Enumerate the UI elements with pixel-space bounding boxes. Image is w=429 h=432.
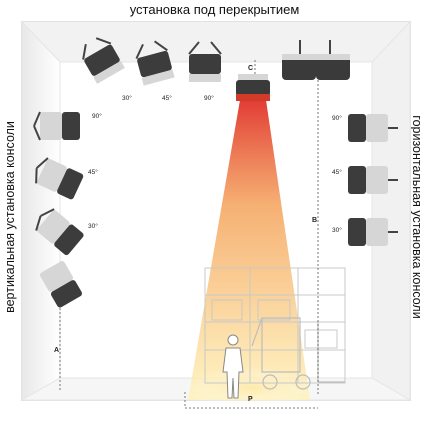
left-fixture-90 (33, 111, 80, 141)
ceiling-angle-30: 30° (122, 94, 132, 102)
ceiling-angle-45: 45° (162, 94, 172, 102)
ceiling-angle-90: 90° (204, 94, 214, 102)
dim-p-label: P (248, 396, 253, 403)
person-silhouette (222, 334, 244, 399)
twin-fixture-right (282, 40, 350, 80)
ceiling-fixture-45 (135, 40, 175, 86)
left-fixture-bottom (39, 261, 83, 308)
left-angle-45: 45° (88, 168, 98, 176)
right-fixture-45 (348, 166, 398, 194)
left-fixture-30 (35, 208, 84, 256)
light-beam (188, 100, 310, 400)
dim-c-label: C (248, 65, 253, 72)
right-angle-45: 45° (332, 168, 342, 176)
shelving-rack (204, 267, 346, 384)
main-fixture-red-lens (236, 74, 270, 101)
ceiling-mount-title: установка под перекрытием (129, 2, 300, 17)
ceiling-fixture-90 (188, 41, 222, 82)
ceiling-fixture-30 (82, 37, 125, 84)
right-wall-plane (371, 20, 411, 401)
left-fixture-45 (35, 157, 84, 200)
dim-a-label: A (54, 347, 59, 354)
left-angle-30: 30° (88, 222, 98, 230)
right-angle-30: 30° (332, 226, 342, 234)
right-fixture-30 (348, 218, 398, 246)
floor-light-spot (180, 368, 320, 408)
right-angle-90: 90° (332, 114, 342, 122)
right-fixture-90 (348, 114, 398, 142)
dim-b-label: B (312, 217, 317, 224)
left-angle-90: 90° (92, 112, 102, 120)
